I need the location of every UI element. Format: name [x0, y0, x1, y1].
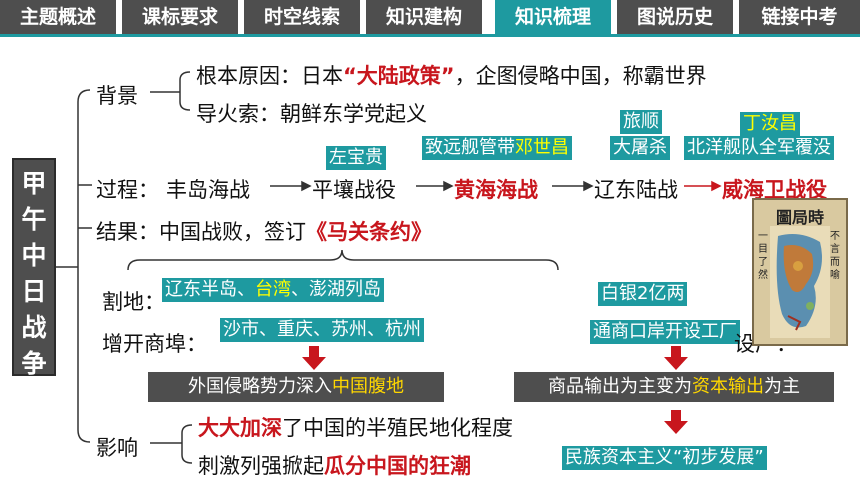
poster-side-left: 一目了然 [758, 231, 768, 281]
note-name: 丁汝昌 [743, 113, 797, 134]
sidebar-char: 争 [21, 349, 47, 378]
tab-standards[interactable]: 课标要求 [122, 0, 241, 34]
tab-picture-history[interactable]: 图说历史 [617, 0, 736, 34]
battle-fengdao: 丰岛海战 [166, 178, 250, 202]
down-arrow-icon [302, 346, 326, 370]
shiju-tu-poster: 圖局時 一目了然 不言而喻 [752, 198, 848, 346]
tab-timeline[interactable]: 时空线索 [244, 0, 363, 34]
battle-pingrang: 平壤战役 [312, 178, 396, 202]
effect-prefix: 商品输出为主变为 [548, 376, 692, 397]
effect-prefix: 外国侵略势力深入 [188, 376, 332, 397]
tab-knowledge-review[interactable]: 知识梳理 [495, 0, 614, 34]
note-massacre: 大屠杀 [610, 136, 670, 160]
note-ding-ruchang: 丁汝昌 [740, 112, 800, 136]
effect-suffix: 为主 [764, 376, 800, 397]
effect-highlight: 中国腹地 [332, 376, 404, 397]
root-cause: 根本原因：日本“大陆政策”，企图侵略中国，称霸世界 [196, 60, 707, 90]
impact-prefix: 刺激列强掀起 [198, 454, 324, 478]
indemnity: 白银2亿两 [598, 282, 688, 306]
impact-rest: 了中国的半殖民地化程度 [282, 416, 513, 440]
note-lushun: 旅顺 [620, 110, 662, 134]
tab-knowledge-build[interactable]: 知识建构 [366, 0, 485, 34]
result-prefix: 结果：中国战败，签订 [96, 220, 306, 244]
poster-title: 圖局時 [775, 208, 824, 227]
cession-label: 割地： [102, 290, 165, 314]
tab-overview[interactable]: 主题概述 [0, 0, 119, 34]
ports-items: 沙市、重庆、苏州、杭州 [220, 318, 424, 342]
down-arrow-icon [664, 346, 688, 370]
note-name: 邓世昌 [515, 137, 569, 158]
impact-highlight: 瓜分中国的狂潮 [324, 454, 471, 478]
continental-policy: “大陆政策” [343, 64, 455, 88]
result-line: 结果：中国战败，签订《马关条约》 [96, 216, 432, 246]
cession-items: 辽东半岛、台湾、澎湖列岛 [162, 278, 384, 302]
tab-underline [0, 34, 860, 37]
sidebar-char: 甲 [21, 169, 47, 198]
sidebar-char: 午 [21, 205, 47, 234]
tab-bar: 主题概述 课标要求 时空线索 知识建构 知识梳理 图说历史 链接中考 [0, 0, 860, 34]
battle-huanghai: 黄海海战 [454, 178, 538, 202]
note-beiyang-fleet: 北洋舰队全军覆没 [684, 136, 834, 160]
effect-highlight: 资本输出 [692, 376, 764, 397]
root-cause-prefix: 根本原因：日本 [196, 64, 343, 88]
impact-highlight: 大大加深 [198, 416, 282, 440]
cession-penghu: 、澎湖列岛 [291, 279, 381, 300]
ports-label: 增开商埠： [102, 332, 207, 356]
trigger-line: 导火索：朝鲜东学党起义 [196, 102, 427, 126]
national-capitalism: 民族资本主义“初步发展” [562, 446, 767, 470]
effect-interior: 外国侵略势力深入中国腹地 [148, 372, 444, 402]
cession-taiwan: 台湾 [255, 279, 291, 300]
sidebar-char: 日 [21, 277, 47, 306]
cession-liaodong: 辽东半岛、 [165, 279, 255, 300]
poster-map-image [770, 226, 830, 338]
impact-line2: 刺激列强掀起瓜分中国的狂潮 [198, 450, 471, 480]
impact-label: 影响 [96, 436, 138, 460]
effect-capital-export: 商品输出为主变为资本输出为主 [514, 372, 834, 402]
impact-line1: 大大加深了中国的半殖民地化程度 [198, 412, 513, 442]
note-deng-shichang: 致远舰管带邓世昌 [422, 136, 572, 160]
topic-sidebar: 甲 午 中 日 战 争 [12, 158, 56, 378]
note-zuo-baogui: 左宝贵 [326, 146, 386, 170]
tab-exam-link[interactable]: 链接中考 [739, 0, 860, 34]
background-label: 背景 [96, 84, 138, 108]
factories-item: 通商口岸开设工厂 [590, 320, 740, 344]
root-cause-suffix: ，企图侵略中国，称霸世界 [454, 64, 707, 88]
battle-liaodong: 辽东陆战 [594, 178, 678, 202]
note-prefix: 致远舰管带 [425, 137, 515, 158]
treaty-name: 《马关条约》 [306, 220, 432, 244]
process-label: 过程： [96, 178, 159, 202]
poster-side-right: 不言而喻 [830, 231, 840, 281]
sidebar-char: 战 [21, 313, 47, 342]
sidebar-char: 中 [21, 241, 47, 270]
down-arrow-icon [664, 410, 688, 434]
